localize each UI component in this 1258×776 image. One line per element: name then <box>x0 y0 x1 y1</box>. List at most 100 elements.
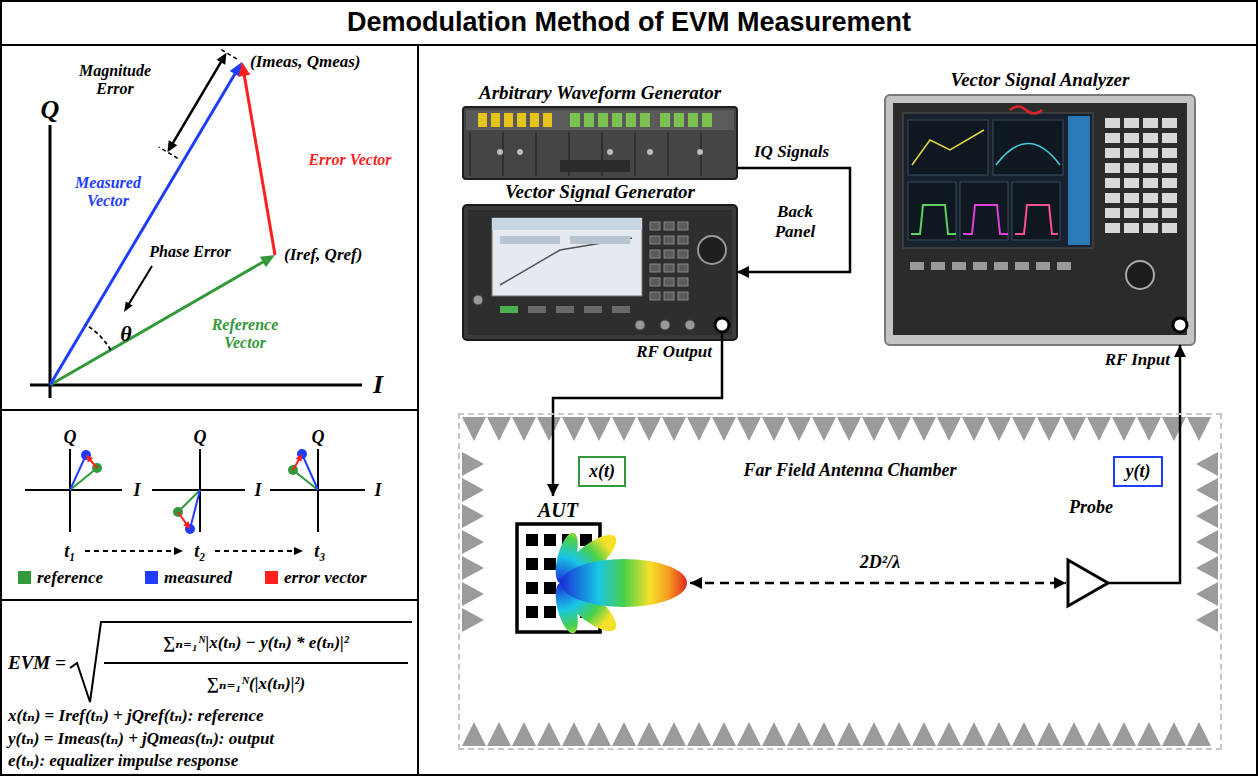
vsa-softkey <box>931 262 945 270</box>
absorber-cone <box>1062 722 1086 746</box>
absorber-cone <box>537 722 561 746</box>
absorber-cone <box>512 417 536 441</box>
vsa-softkey <box>1015 262 1029 270</box>
awg-slot <box>667 132 669 176</box>
vsg-key <box>664 264 674 272</box>
vsa-softkey <box>973 262 987 270</box>
absorber-cone <box>912 722 936 746</box>
probe-lead <box>1108 582 1116 585</box>
absorber-cone <box>1112 417 1136 441</box>
vsg-key <box>664 250 674 258</box>
error-label: Magnitude Error <box>68 62 163 99</box>
antenna-element <box>526 534 538 546</box>
vsa-key <box>1162 178 1177 188</box>
connector-label: IQ Signals <box>752 142 831 162</box>
awg-module-port <box>504 113 513 127</box>
vsa-softkey <box>952 262 966 270</box>
reference-vector-head <box>260 255 275 267</box>
error-vector-head <box>86 455 93 463</box>
magnitude-error-arrow-head <box>217 53 227 65</box>
vsa-key <box>1105 118 1120 128</box>
vsa-key <box>1162 118 1177 128</box>
absorber-cone <box>562 417 586 441</box>
equation-denominator: ∑ₙ₌₁ᴺ(|x(tₙ)|²) <box>207 674 306 694</box>
vsa-softkey <box>994 262 1008 270</box>
awg-module-port <box>660 113 670 127</box>
magnitude-error-arrow <box>171 58 223 146</box>
legend-swatch <box>18 571 31 584</box>
vsg-connector <box>660 320 670 330</box>
vsg-front-panel <box>468 210 732 335</box>
vsg-knob <box>698 236 726 264</box>
vsg-key <box>678 222 688 230</box>
absorber-cone <box>612 722 636 746</box>
antenna-chamber: Far Field Antenna Chamberx(t)AUTy(t)Prob… <box>458 413 1222 750</box>
magnitude-tick <box>159 147 178 158</box>
equation-definition: y(tₙ) = Imeas(tₙ) + jQmeas(tₙ): output <box>8 729 274 749</box>
awg-connector <box>607 149 613 155</box>
absorber-cone <box>637 722 661 746</box>
port-note: Back Panel <box>765 202 825 241</box>
awg-module-port <box>478 113 487 127</box>
awg-module-port <box>530 113 539 127</box>
measured-vector <box>302 454 318 490</box>
signal-analyzer: Vector Signal Analyzer <box>885 95 1195 345</box>
absorber-cone <box>662 417 686 441</box>
vsa-knob <box>1126 261 1154 289</box>
vector-label: Reference Vector <box>200 316 290 353</box>
absorber-cone <box>862 722 886 746</box>
time-label: t₁ <box>64 541 75 562</box>
time-arrow-head <box>174 547 183 555</box>
absorber-cone <box>1137 417 1161 441</box>
absorber-cone <box>687 417 711 441</box>
awg-module-port <box>598 113 608 127</box>
instrument-name: Vector Signal Generator <box>505 181 695 203</box>
awg-top-strip <box>466 110 734 130</box>
vsa-trace <box>996 144 1060 166</box>
absorber-cone <box>462 452 484 476</box>
legend-swatch <box>145 571 158 584</box>
absorber-cone <box>462 582 484 606</box>
vsa-front-panel <box>893 103 1187 335</box>
axis-label: I <box>374 480 381 501</box>
i-axis <box>25 489 122 491</box>
time-label: t₂ <box>194 541 205 562</box>
vsa-screen-pane <box>960 182 1008 240</box>
measured-vector <box>70 455 86 490</box>
vsg-softkey <box>500 306 518 313</box>
vsa-trace <box>911 205 956 234</box>
vsa-key <box>1162 163 1177 173</box>
phase-error-pointer-head <box>124 301 133 312</box>
vsa-key <box>1124 163 1139 173</box>
awg-connector <box>697 149 703 155</box>
axis-label: Q <box>194 427 207 448</box>
vsa-key <box>1105 193 1120 203</box>
q-axis <box>49 125 52 398</box>
awg-module-port <box>626 113 636 127</box>
absorber-cone <box>1162 417 1186 441</box>
vsg-key <box>678 264 688 272</box>
vsa-softkey <box>1057 262 1071 270</box>
signal-box: y(t) <box>1113 456 1163 487</box>
absorber-cone <box>1087 722 1111 746</box>
port-label: RF Output <box>636 342 712 362</box>
vsa-key <box>1124 118 1139 128</box>
vsa-key <box>1162 193 1177 203</box>
absorber-cone <box>1012 722 1036 746</box>
rf-output-port <box>715 318 729 332</box>
absorber-cone <box>462 722 486 746</box>
vsa-softkey <box>910 262 924 270</box>
vsa-key <box>1162 133 1177 143</box>
time-arrow <box>215 550 298 552</box>
vsa-screen-pane <box>908 182 956 240</box>
absorber-cone <box>1196 582 1218 606</box>
vsa-housing <box>885 95 1195 345</box>
time-arrow <box>85 550 178 552</box>
magnitude-tick <box>221 49 237 59</box>
vsg-key <box>678 250 688 258</box>
absorber-cone <box>487 417 511 441</box>
i-axis <box>30 384 362 387</box>
axis-label: I <box>373 370 383 400</box>
vsg-connector <box>685 320 695 330</box>
awg-chassis <box>463 107 737 179</box>
